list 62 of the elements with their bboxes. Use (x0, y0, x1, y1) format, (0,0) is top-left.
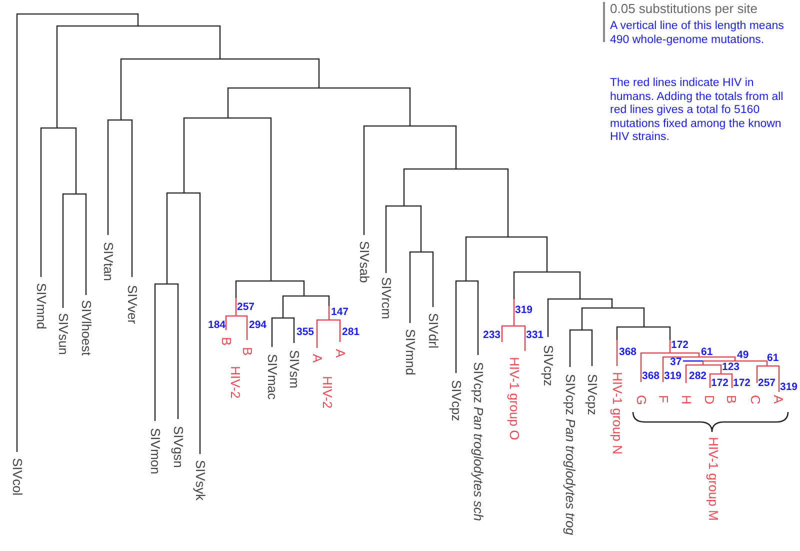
note-text: A vertical line of this length means 490 whole-genome mutations. (610, 20, 785, 47)
taxon-label: B (724, 395, 738, 404)
taxon-label: B (240, 347, 254, 356)
mutation-count: 172 (711, 377, 729, 389)
mutation-count: 49 (737, 349, 749, 361)
taxon-label: SIVcpz Pan troglodytes trog (562, 374, 578, 536)
mutation-count: 123 (722, 361, 740, 373)
taxon-label: SIVtan (100, 242, 116, 282)
taxon-label: G (634, 395, 648, 406)
taxon-label: SIVgsn (170, 426, 186, 468)
taxon-label: HIV-1 group N (610, 372, 624, 454)
taxon-label: SIVcol (10, 458, 24, 496)
taxon-label: HIV-1 group O (506, 357, 522, 440)
mutation-count: 257 (237, 301, 255, 313)
mutation-count: 355 (296, 326, 314, 338)
taxon-label: A (332, 349, 348, 358)
scale-label: 0.05 substitutions per site (610, 2, 758, 16)
mutation-count: 319 (780, 381, 798, 393)
mutation-count: 37 (670, 356, 682, 368)
mutation-count: 294 (249, 319, 267, 331)
note-text: The red lines indicate HIV in humans. Adding the totals from all red lines gives a total fo 5160 mutations fixed among the known HIV strains. (610, 77, 784, 144)
mutation-count: 368 (642, 370, 660, 382)
taxon-label: HIV-2 (320, 376, 334, 409)
taxon-label: SIVsab (356, 241, 372, 283)
taxon-label: SIVsun (56, 313, 70, 355)
taxon-label: SIVrcm (378, 277, 394, 320)
taxon-label: SIVlhoest (78, 300, 94, 356)
mutation-count: 319 (515, 304, 533, 316)
taxon-label: A (770, 395, 786, 404)
taxon-label: SIVcpz (448, 380, 464, 422)
taxon-label: SIVdrl (426, 313, 440, 348)
taxon-label: F (656, 395, 670, 403)
mutation-count: 368 (619, 346, 637, 358)
taxon-label: SIVsyk (192, 460, 208, 500)
taxon-label: SIVmnd (402, 329, 418, 376)
mutation-count: 172 (671, 339, 689, 351)
taxon-label: HIV-2 (228, 366, 242, 399)
mutation-count: 233 (483, 329, 501, 341)
taxon-label: SIVver (124, 285, 140, 324)
mutation-count: 331 (526, 329, 544, 341)
taxon-label: SIVmnd (34, 283, 48, 330)
taxon-label: SIVmon (148, 428, 162, 474)
taxon-label: SIVcpz (584, 374, 600, 416)
taxon-label: C (748, 395, 762, 404)
taxon-label: A (310, 354, 324, 363)
mutation-count: 147 (331, 306, 349, 318)
taxon-label: HIV-1 group M (706, 437, 720, 521)
taxon-label: SIVmac (264, 354, 280, 400)
taxon-label: SIVcpz (540, 345, 556, 386)
mutation-count: 319 (664, 370, 682, 382)
taxon-label: H (678, 395, 694, 404)
taxon-label: SIVsm (286, 350, 302, 388)
mutation-count: 61 (701, 346, 713, 358)
taxon-label: SIVcpz Pan troglodytes sch (470, 362, 486, 521)
mutation-count: 172 (733, 377, 751, 389)
mutation-count: 282 (689, 370, 707, 382)
mutation-count: 281 (342, 326, 360, 338)
taxon-label: B (218, 337, 234, 346)
mutation-count: 61 (767, 352, 779, 364)
mutation-count: 257 (758, 377, 776, 389)
taxon-label: D (702, 395, 716, 404)
mutation-count: 184 (208, 319, 226, 331)
